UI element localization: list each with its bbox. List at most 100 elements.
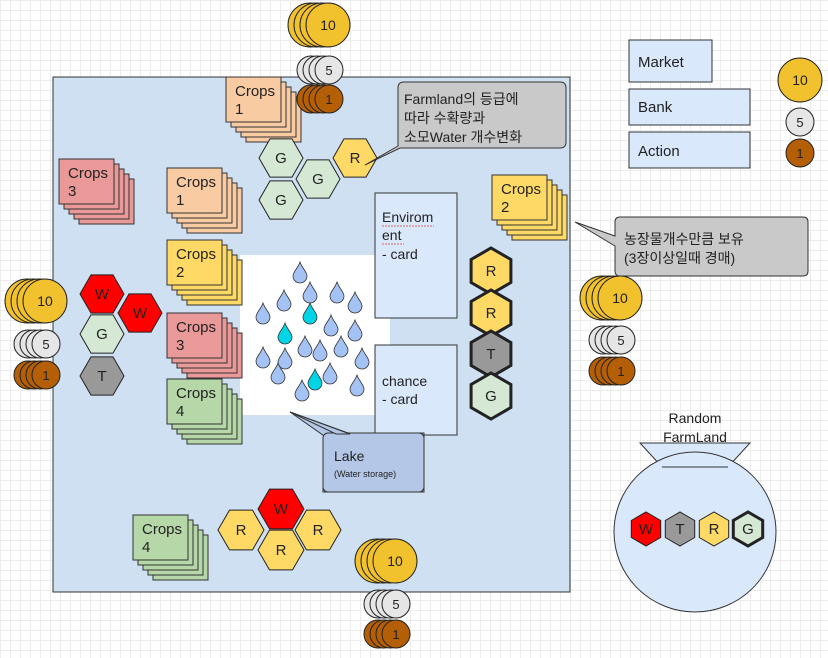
crop-card-stacks: Crops1Crops3Crops1Crops2Crops3Crops4Crop… (58, 76, 568, 581)
farmland-tile-R[interactable]: R (294, 509, 342, 551)
crops-2-stack-mid-number: 2 (176, 264, 184, 281)
farmland-callout-line3: 소모Water 개수변화 (404, 129, 522, 145)
tile-letter: G (312, 171, 324, 188)
farmland-callout-line1: Farmland의 등급에 (404, 91, 519, 107)
crops-2-stack-right-number: 2 (501, 199, 509, 216)
coins-bottom-1: 1 (363, 619, 411, 649)
water-drop-icon (312, 338, 328, 362)
farmland-tile-W[interactable]: W (117, 293, 163, 333)
tile-letter: T (486, 346, 495, 363)
crops-1-stack-top-label: Crops (235, 83, 275, 100)
farmland-callout: Farmland의 등급에 따라 수확량과 소모Water 개수변화 (364, 81, 567, 166)
environment-card-line2: ent (382, 227, 402, 243)
lake-area (240, 255, 390, 415)
coin-1-standalone: 1 (785, 138, 815, 168)
crops-4-stack-bottom-number: 4 (142, 539, 150, 556)
water-drop-icon (333, 334, 349, 358)
market-label: Market (638, 54, 685, 71)
water-drop-icon (347, 318, 363, 342)
market-button[interactable] (628, 39, 713, 83)
chance-card[interactable] (374, 344, 458, 436)
tile-letter: G (275, 150, 287, 167)
water-drop-icon (277, 321, 293, 345)
coin-value: 5 (325, 63, 332, 78)
coin-value: 5 (617, 333, 624, 348)
bag-title-line1: Random (669, 410, 722, 426)
tile-letter: G (485, 388, 497, 405)
tile-letter: T (675, 521, 684, 538)
coins-top-1: 1 (296, 84, 344, 114)
bank-button[interactable] (628, 88, 751, 126)
coin-10-standalone: 10 (777, 57, 823, 103)
crops-3-stack-left-number: 3 (68, 183, 76, 200)
farmland-tile-R[interactable]: R (332, 138, 378, 178)
coins-top-10: 10 (287, 2, 351, 48)
crops-4-stack-bottom-label: Crops (142, 521, 182, 538)
coins-bottom-5: 5 (363, 589, 411, 619)
water-drop-icon (277, 346, 293, 370)
farmland-tile-R[interactable]: R (257, 529, 305, 571)
crops-1-stack-mid-number: 1 (176, 192, 184, 209)
farmland-tile-R[interactable]: R (469, 246, 513, 296)
farmland-callout-line2: 따라 수확량과 (404, 110, 485, 126)
tile-letter: R (486, 263, 497, 280)
farmland-tile-G[interactable]: G (258, 138, 304, 178)
tile-letter: R (709, 521, 720, 538)
random-farmland-bag: Random FarmLand (613, 410, 777, 613)
tile-letter: T (97, 368, 106, 385)
farmland-tile-W[interactable]: W (79, 274, 125, 314)
coin-value: 5 (392, 597, 399, 612)
coin-value: 10 (37, 293, 53, 309)
lake-title: Lake (334, 448, 365, 464)
action-button[interactable] (628, 131, 751, 169)
environment-card-line3: - card (382, 246, 418, 262)
coin-value: 10 (612, 290, 628, 306)
coins-left-1: 1 (13, 360, 61, 390)
crops-4-stack-mid-label: Crops (176, 385, 216, 402)
coin-value: 1 (617, 364, 624, 379)
tile-letter: W (274, 501, 289, 518)
farmland-tile-R[interactable]: R (469, 288, 513, 338)
tile-letter: G (275, 192, 287, 209)
tile-letter: R (486, 305, 497, 322)
farmland-tile-W[interactable]: W (257, 488, 305, 530)
environment-card[interactable] (374, 192, 458, 319)
water-drop-icon (307, 367, 323, 391)
farmland-tile-R[interactable]: R (698, 511, 730, 547)
coins-left-5: 5 (13, 329, 61, 359)
farmland-tile-G[interactable]: G (258, 180, 304, 220)
coin-value: 10 (320, 17, 336, 33)
water-drop-icon (347, 290, 363, 314)
crops-1-stack-mid-label: Crops (176, 174, 216, 191)
lake-subtitle: (Water storage) (334, 469, 396, 479)
farmland-tile-G[interactable]: G (295, 159, 341, 199)
coin-5-standalone: 5 (785, 107, 815, 137)
farmland-tile-T[interactable]: T (79, 356, 125, 396)
coin-value: 5 (42, 337, 49, 352)
crops-2-stack-mid-label: Crops (176, 246, 216, 263)
coin-value: 1 (325, 92, 332, 107)
farmland-tile-T[interactable]: T (469, 329, 513, 379)
farmland-tile-R[interactable]: R (217, 509, 265, 551)
farmland-tile-T[interactable]: T (664, 511, 696, 547)
farmland-tile-G[interactable]: G (469, 371, 513, 421)
water-drop-icon (255, 301, 271, 325)
water-drop-icon (354, 346, 370, 370)
farmland-tile-W[interactable]: W (630, 511, 662, 547)
tile-letter: R (350, 150, 361, 167)
crops-2-stack-right-label: Crops (501, 181, 541, 198)
tile-letter: R (313, 522, 324, 539)
farmland-tile-G[interactable]: G (731, 510, 765, 548)
farmland-tile-G[interactable]: G (79, 314, 125, 354)
coins-right-1: 1 (588, 356, 636, 386)
water-drop-icon (322, 361, 338, 385)
